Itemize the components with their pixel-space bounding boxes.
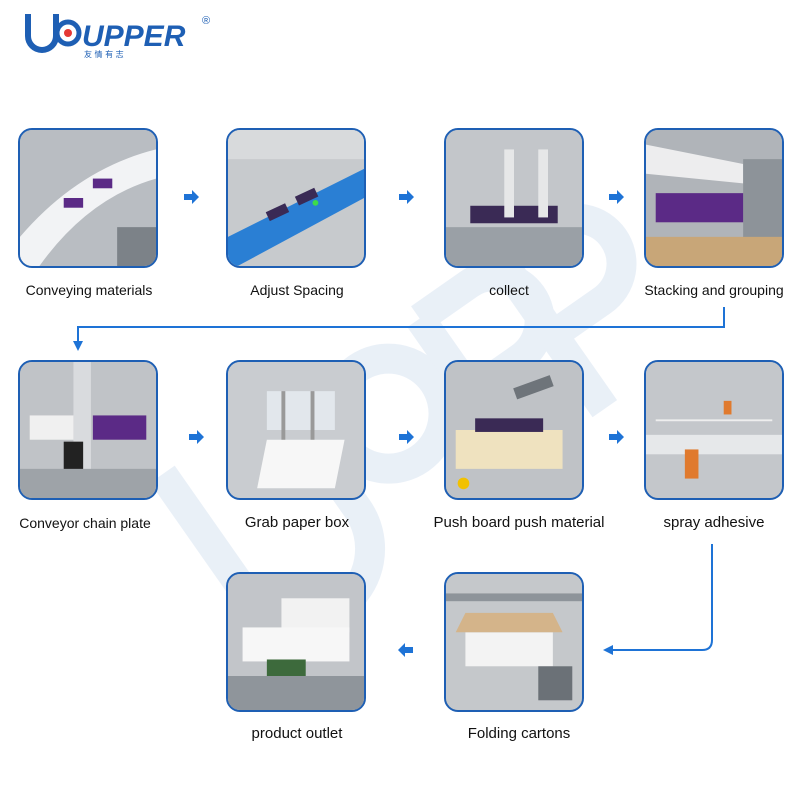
connector-row2-row3 bbox=[603, 544, 713, 655]
step-label-conveyor-chain-plate: Conveyor chain plate bbox=[19, 515, 151, 531]
brand-tagline: 友 情 有 志 bbox=[84, 49, 124, 58]
step-image-conveying-materials bbox=[18, 128, 158, 268]
step-image-folding-cartons bbox=[444, 572, 584, 712]
arrow-row3 bbox=[398, 643, 413, 657]
step-label-folding-cartons: Folding cartons bbox=[467, 725, 571, 742]
brand-name: UPPER bbox=[82, 20, 186, 53]
step-image-adjust-spacing bbox=[226, 128, 366, 268]
watermark-logo bbox=[150, 203, 637, 634]
step-label-stacking-and-grouping: Stacking and grouping bbox=[644, 282, 784, 298]
step-image-product-outlet bbox=[226, 572, 366, 712]
step-label-product-outlet: product outlet bbox=[251, 725, 343, 742]
step-image-stacking-and-grouping bbox=[644, 128, 784, 268]
step-label-collect: collect bbox=[489, 282, 529, 298]
connector-row1-row2 bbox=[73, 307, 725, 351]
step-label-adjust-spacing: Adjust Spacing bbox=[250, 282, 344, 298]
step-label-conveying-materials: Conveying materials bbox=[25, 282, 153, 298]
step-image-conveyor-chain-plate bbox=[18, 360, 158, 500]
step-image-grab-paper-box bbox=[226, 360, 366, 500]
step-label-grab-paper-box: Grab paper box bbox=[244, 514, 350, 531]
step-label-spray-adhesive: spray adhesive bbox=[663, 514, 765, 531]
upper-logo: UPPER ® 友 情 有 志 bbox=[25, 14, 210, 58]
step-image-spray-adhesive bbox=[644, 360, 784, 500]
step-image-collect bbox=[444, 128, 584, 268]
step-label-push-board-push-material: Push board push material bbox=[433, 514, 605, 531]
step-image-push-board-push-material bbox=[444, 360, 584, 500]
registered-mark: ® bbox=[202, 15, 210, 27]
